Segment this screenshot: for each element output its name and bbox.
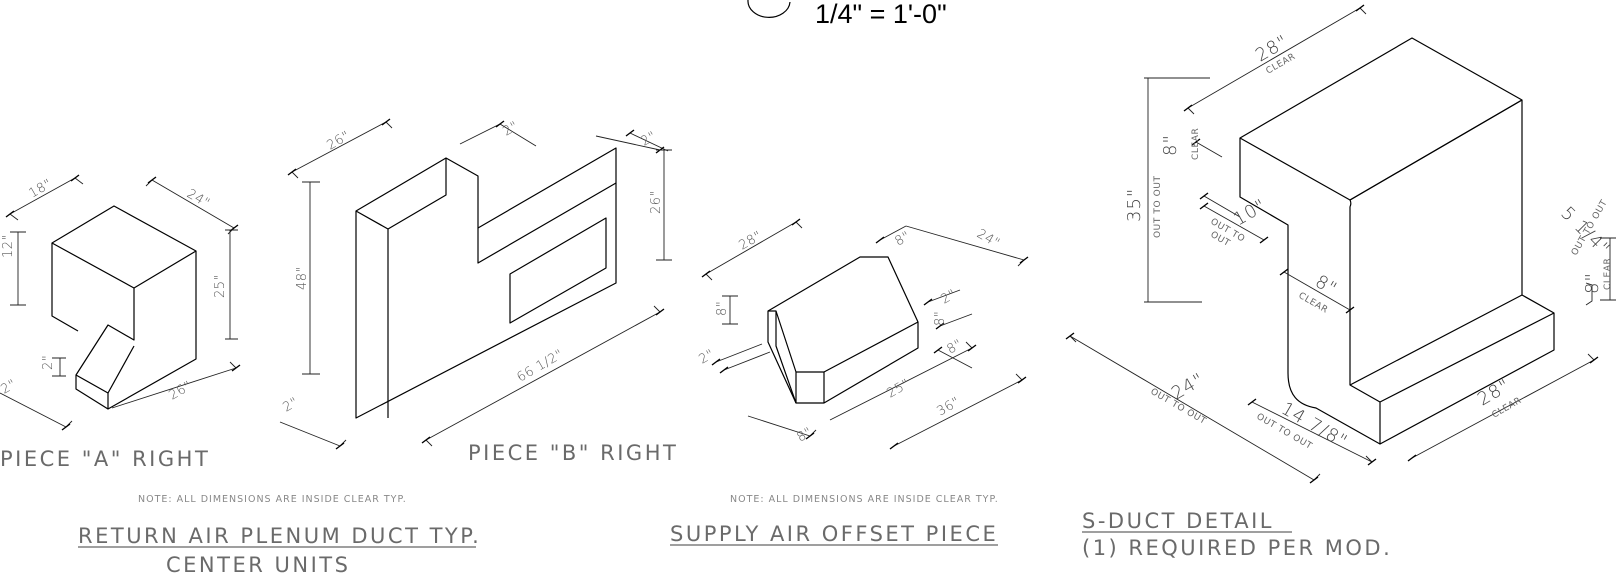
piece-b-view: 26" 2" 2" 48" 26" 66 1/2" 2" PIECE "B" R… [279, 118, 678, 465]
piece-b-dim-height: 48" [295, 266, 310, 290]
note-middle: NOTE: ALL DIMENSIONS ARE INSIDE CLEAR TY… [730, 494, 999, 505]
piece-a-dim-side: 25" [213, 274, 228, 298]
piece-b-dim-side: 26" [649, 190, 664, 214]
supply-offset-outline [767, 256, 919, 404]
supply-dim-r1: 2" [939, 287, 960, 308]
s-duct-dim-ten: 10" [1230, 195, 1270, 230]
title-required: (1) REQUIRED PER MOD. [1082, 536, 1392, 560]
supply-offset-view: 28" 8" 24" 8" 2" 2" 8" 8" 8" 25" 36" [697, 218, 1029, 450]
piece-b-dim-length: 66 1/2" [515, 347, 567, 386]
piece-a-dim-h: 12" [1, 234, 16, 258]
s-duct-dim-mid8: 8" [1312, 271, 1341, 300]
s-duct-dim-right8-note: CLEAR [1603, 258, 1613, 290]
piece-b-title: PIECE "B" RIGHT [468, 441, 678, 465]
piece-b-dim-right: 2" [639, 129, 660, 150]
s-duct-dim-height: 35" [1124, 188, 1145, 222]
s-duct-dim-clear8: 8" [1160, 134, 1181, 156]
s-duct-view: 28" CLEAR 8" CLEAR 35" OUT TO OUT 10" OU… [1065, 4, 1616, 484]
supply-dim-bottom3: 36" [935, 394, 963, 419]
supply-dim-r3: 8" [945, 337, 966, 358]
title-return-air: RETURN AIR PLENUM DUCT TYP. [78, 524, 481, 548]
piece-a-dimensions: 18" 24" 12" 25" 26" 2" 2" [0, 174, 241, 431]
supply-dim-left-h: 8" [715, 301, 730, 316]
piece-a-dim-b2: 2" [0, 377, 19, 398]
supply-offset-dimensions: 28" 8" 24" 8" 2" 2" 8" 8" 8" 25" 36" [697, 218, 1029, 450]
piece-b-outline [355, 147, 617, 419]
piece-a-view: 18" 24" 12" 25" 26" 2" 2" PIECE "A" RIGH… [0, 174, 241, 471]
piece-a-dim-w: 18" [27, 176, 55, 201]
note-left: NOTE: ALL DIMENSIONS ARE INSIDE CLEAR TY… [138, 494, 407, 505]
s-duct-dim-bottom14: 14 7/8" [1278, 398, 1352, 453]
piece-a-dim-b1: 2" [41, 355, 56, 370]
s-duct-dim-height-note: OUT TO OUT [1153, 175, 1163, 238]
s-duct-outline [1239, 37, 1555, 445]
piece-a-title: PIECE "A" RIGHT [0, 447, 210, 471]
piece-a-outline [51, 205, 197, 410]
s-duct-dim-right8: 8" [1582, 272, 1603, 294]
title-supply-air: SUPPLY AIR OFFSET PIECE [670, 522, 998, 546]
piece-b-dim-top: 26" [325, 128, 353, 153]
detail-callout-circle [747, 0, 791, 18]
s-duct-dim-clear8-note: CLEAR [1191, 128, 1201, 160]
s-duct-dim-text: 28" CLEAR 8" CLEAR 35" OUT TO OUT 10" OU… [1124, 31, 1614, 453]
scale-header: 1/4" = 1'-0" [747, 0, 947, 29]
title-center-units: CENTER UNITS [166, 553, 350, 573]
supply-dim-top: 28" [737, 228, 765, 253]
piece-a-dim-d: 24" [184, 186, 212, 211]
supply-dim-w2: 8" [893, 229, 914, 250]
scale-text: 1/4" = 1'-0" [815, 0, 947, 29]
supply-dim-right-top: 24" [974, 226, 1002, 251]
supply-dim-r2: 8" [933, 311, 948, 326]
s-duct-dimensions [1065, 4, 1616, 484]
title-s-duct: S-DUCT DETAIL [1082, 509, 1274, 533]
piece-b-dim-bottom: 2" [281, 395, 302, 416]
supply-dim-bottom1: 8" [795, 425, 816, 446]
supply-dim-left-b: 2" [697, 347, 718, 368]
piece-b-dim-notch: 2" [501, 119, 522, 140]
